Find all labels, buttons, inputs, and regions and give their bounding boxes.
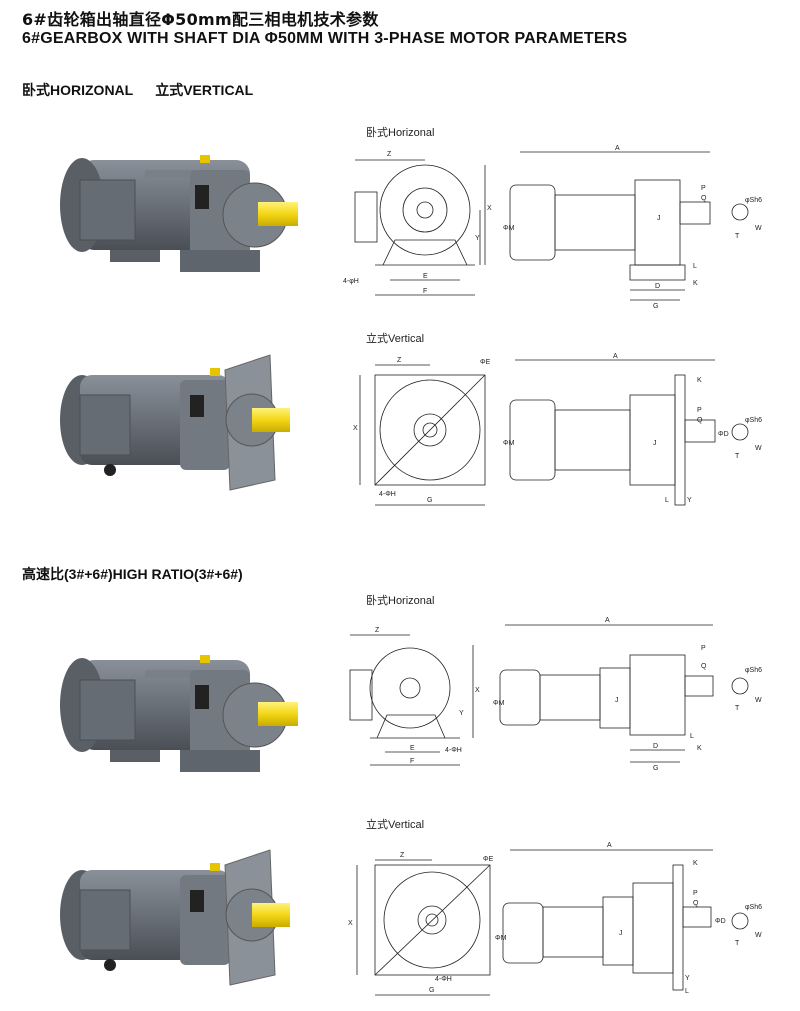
dim-label-w-h2: W: [755, 697, 762, 704]
motor-photo-horizontal-2: [59, 654, 299, 773]
dim-label-j: J: [657, 215, 661, 222]
dim-label-d-h2: D: [653, 743, 658, 750]
heading-vertical: 立式VERTICAL: [155, 82, 254, 98]
drawing-label-vertical-2: 立式Vertical: [366, 819, 425, 831]
drawing-vertical-1: Z X ΦE G 4-ΦH A ΦM J K P Q ΦD L Y φSh6 T…: [353, 353, 762, 506]
dim-label-y-v1: Y: [687, 497, 692, 504]
dim-label-phid-v2: ΦD: [715, 918, 726, 925]
dim-label-l-v2: L: [685, 988, 689, 995]
dim-label-j-v1: J: [653, 440, 657, 447]
dim-label-k-v2: K: [693, 860, 698, 867]
section-heading-standard: 卧式HORIZONAL 立式VERTICAL: [22, 80, 275, 100]
dim-label-a: A: [615, 145, 620, 152]
dim-label-g-v2: G: [429, 987, 434, 994]
dim-label-x-v2: X: [348, 920, 353, 927]
dim-label-phim: ΦM: [503, 225, 515, 232]
dim-label-p-h2: P: [701, 645, 706, 652]
drawing-horizontal-2: Z X Y E F 4-ΦH A ΦM J P Q D G K L φSh6 T…: [349, 617, 762, 772]
dim-label-q-h2: Q: [701, 663, 707, 670]
dim-label-t-v2: T: [735, 940, 740, 947]
dim-label-p-v1: P: [697, 407, 702, 414]
dim-label-4phih: 4-φH: [343, 278, 359, 285]
dim-label-a-v2: A: [607, 842, 612, 849]
dim-label-x: X: [487, 205, 492, 212]
dim-label-d: D: [655, 283, 660, 290]
dim-label-phim-v2: ΦM: [495, 935, 507, 942]
dim-label-w-v2: W: [755, 932, 762, 939]
section-heading-high-ratio: 高速比(3#+6#)HIGH RATIO(3#+6#): [22, 566, 243, 582]
drawing-label-vertical-1: 立式Vertical: [366, 333, 425, 345]
dim-label-sh6: φSh6: [745, 197, 762, 204]
dim-label-q-v1: Q: [697, 417, 703, 424]
drawing-vertical-2: Z X ΦE G 4-ΦH A ΦM J K P Q ΦD Y L φSh6 T…: [348, 842, 762, 996]
dim-label-l-h2: L: [690, 733, 694, 740]
dim-label-g: G: [653, 303, 658, 310]
dim-label-x-h2: X: [475, 687, 480, 694]
dim-label-j-v2: J: [619, 930, 623, 937]
dim-label-w: W: [755, 225, 762, 232]
dim-label-p-v2: P: [693, 890, 698, 897]
dim-label-w-v1: W: [755, 445, 762, 452]
dim-label-k: K: [693, 280, 698, 287]
dim-label-y-h2: Y: [459, 710, 464, 717]
dim-label-g-v1: G: [427, 497, 432, 504]
dim-label-a-h2: A: [605, 617, 610, 624]
dim-label-l: L: [693, 263, 697, 270]
dim-label-g-h2: G: [653, 765, 658, 772]
dim-label-4phih-v2: 4-ΦH: [435, 976, 452, 983]
dim-label-q: Q: [701, 195, 707, 202]
motor-photo-vertical-1: [59, 354, 291, 491]
heading-horizontal: 卧式HORIZONAL: [22, 82, 134, 98]
dim-label-e: E: [423, 273, 428, 280]
dim-label-z: Z: [387, 151, 392, 158]
dim-label-sh6-v2: φSh6: [745, 904, 762, 911]
dim-label-f-h2: F: [410, 758, 414, 765]
drawing-label-horizontal-2: 卧式Horizonal: [366, 595, 435, 607]
dim-label-phim-h2: ΦM: [493, 700, 505, 707]
dim-label-phim-v1: ΦM: [503, 440, 515, 447]
drawing-horizontal-1: Z X Y E F 4-φH A ΦM J P Q D G K L φSh6 T…: [343, 145, 762, 310]
dim-label-phid-v1: ΦD: [718, 431, 729, 438]
dim-label-y-v2: Y: [685, 975, 690, 982]
dim-label-a-v1: A: [613, 353, 618, 360]
dim-label-t-h2: T: [735, 705, 740, 712]
dim-label-z-v1: Z: [397, 357, 402, 364]
dim-label-p: P: [701, 185, 706, 192]
drawing-label-horizontal-1: 卧式Horizonal: [366, 127, 435, 139]
dim-label-t-v1: T: [735, 453, 740, 460]
dim-label-x-v1: X: [353, 425, 358, 432]
page-title-cn: 6#齿轮箱出轴直径Φ50mm配三相电机技术参数: [22, 10, 379, 29]
motor-photo-horizontal-1: [59, 154, 299, 273]
motor-photo-vertical-2: [59, 849, 291, 986]
dim-label-k-v1: K: [697, 377, 702, 384]
dim-label-f: F: [423, 288, 427, 295]
dim-label-e-h2: E: [410, 745, 415, 752]
dim-label-4phih-h2: 4-ΦH: [445, 747, 462, 754]
page-title-en: 6#GEARBOX WITH SHAFT DIA Φ50MM WITH 3-PH…: [22, 30, 628, 47]
dim-label-q-v2: Q: [693, 900, 699, 907]
dim-label-sh6-v1: φSh6: [745, 417, 762, 424]
dim-label-t: T: [735, 233, 740, 240]
dim-label-z-v2: Z: [400, 852, 405, 859]
dim-label-j-h2: J: [615, 697, 619, 704]
dim-label-z-h2: Z: [375, 627, 380, 634]
dim-label-k-h2: K: [697, 745, 702, 752]
dim-label-phie-v1: ΦE: [480, 359, 491, 366]
dim-label-sh6-h2: φSh6: [745, 667, 762, 674]
dim-label-phie-v2: ΦE: [483, 856, 494, 863]
dim-label-y: Y: [475, 235, 480, 242]
dim-label-l-v1: L: [665, 497, 669, 504]
dim-label-4phih-v1: 4-ΦH: [379, 491, 396, 498]
